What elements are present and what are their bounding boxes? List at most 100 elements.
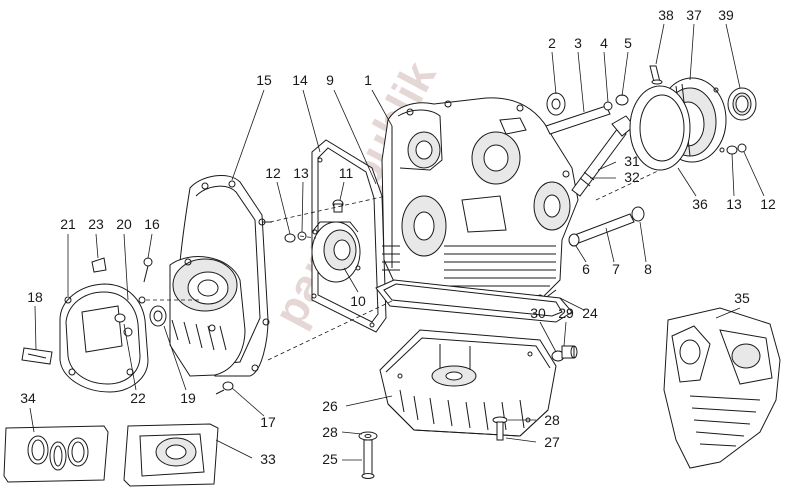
leader-line-11 bbox=[339, 181, 345, 201]
leader-line-29 bbox=[563, 321, 567, 347]
leader-line-13b bbox=[731, 153, 735, 197]
callout-38: 38 bbox=[658, 7, 674, 23]
callout-12b: 12 bbox=[760, 196, 776, 212]
leader-line-39 bbox=[725, 23, 741, 89]
callout-2: 2 bbox=[548, 35, 556, 51]
leader-line-37 bbox=[689, 23, 695, 81]
leader-line-17 bbox=[231, 387, 265, 417]
callout-6: 6 bbox=[582, 261, 590, 277]
leader-line-2 bbox=[551, 51, 557, 95]
leader-line-6 bbox=[575, 245, 587, 263]
callout-25: 25 bbox=[322, 451, 338, 467]
oil-sump-gasket bbox=[375, 279, 573, 323]
callout-9: 9 bbox=[326, 72, 334, 88]
callout-14: 14 bbox=[292, 72, 308, 88]
leader-line-19 bbox=[163, 325, 187, 391]
label-plate bbox=[21, 347, 53, 365]
callout-17: 17 bbox=[260, 414, 276, 430]
leader-line-3 bbox=[577, 51, 585, 113]
callout-12a: 12 bbox=[265, 165, 281, 181]
oring-kit bbox=[3, 425, 109, 483]
leader-line-35 bbox=[715, 307, 741, 319]
callout-28b: 28 bbox=[544, 412, 560, 428]
engine-assembly bbox=[663, 307, 781, 469]
leader-line-33 bbox=[215, 439, 253, 459]
stud-bolt bbox=[568, 206, 645, 247]
leader-line-28a bbox=[341, 431, 363, 435]
callout-3: 3 bbox=[574, 35, 582, 51]
leader-line-16 bbox=[147, 233, 153, 259]
leader-line-5 bbox=[621, 51, 629, 97]
screw-17 bbox=[215, 381, 234, 395]
crankcase bbox=[381, 97, 579, 303]
callout-32: 32 bbox=[624, 169, 640, 185]
callout-29: 29 bbox=[558, 305, 574, 321]
callout-5: 5 bbox=[624, 35, 632, 51]
callout-23: 23 bbox=[88, 216, 104, 232]
leader-line-24 bbox=[559, 297, 585, 311]
leader-line-38 bbox=[655, 23, 665, 65]
side-cover-seal bbox=[149, 305, 167, 327]
callout-37: 37 bbox=[686, 7, 702, 23]
callout-8: 8 bbox=[644, 261, 652, 277]
callout-13a: 13 bbox=[293, 165, 309, 181]
leader-line-31 bbox=[597, 161, 617, 171]
gasket-kit bbox=[123, 423, 219, 487]
drain-plug-right bbox=[492, 416, 508, 441]
callout-11: 11 bbox=[339, 165, 354, 181]
oil-pump-cover bbox=[311, 221, 361, 283]
leader-line-36 bbox=[677, 167, 697, 197]
clutch-bolt bbox=[726, 143, 747, 155]
callout-19: 19 bbox=[180, 390, 196, 406]
oil-sump bbox=[379, 329, 557, 437]
callout-21: 21 bbox=[60, 216, 76, 232]
leader-line-9 bbox=[333, 89, 377, 185]
leader-line-15 bbox=[231, 89, 265, 181]
clutch-gasket bbox=[629, 85, 691, 171]
callout-15: 15 bbox=[256, 72, 272, 88]
callout-10: 10 bbox=[350, 293, 366, 309]
callout-28a: 28 bbox=[322, 424, 338, 440]
cover-bolt-22 bbox=[114, 313, 133, 337]
screw-16 bbox=[143, 257, 153, 283]
leader-line-7 bbox=[605, 227, 615, 263]
leader-line-13a bbox=[301, 181, 304, 233]
callout-31: 31 bbox=[624, 153, 640, 169]
callout-7: 7 bbox=[612, 261, 620, 277]
leader-line-27 bbox=[505, 437, 537, 443]
leader-line-12a bbox=[276, 181, 291, 235]
callout-33: 33 bbox=[260, 451, 276, 467]
leader-line-22 bbox=[123, 323, 137, 391]
seal-ring bbox=[727, 87, 757, 121]
callout-20: 20 bbox=[116, 216, 132, 232]
callout-1: 1 bbox=[364, 72, 372, 88]
clutch-pin bbox=[649, 65, 663, 85]
callout-27: 27 bbox=[544, 434, 560, 450]
breather-tube bbox=[545, 92, 629, 135]
leader-line-18 bbox=[34, 305, 37, 351]
callout-39: 39 bbox=[718, 7, 734, 23]
callout-4: 4 bbox=[600, 35, 608, 51]
leader-line-4 bbox=[603, 51, 609, 103]
callout-22: 22 bbox=[130, 390, 146, 406]
alternator-housing bbox=[169, 256, 246, 377]
callout-18: 18 bbox=[27, 289, 43, 305]
leader-line-8 bbox=[639, 221, 647, 263]
side-cover bbox=[59, 283, 149, 393]
callout-35: 35 bbox=[734, 290, 750, 306]
sump-plug bbox=[551, 345, 578, 362]
callout-26: 26 bbox=[322, 398, 338, 414]
leader-line-23 bbox=[95, 233, 99, 259]
callout-13b: 13 bbox=[726, 196, 742, 212]
leader-line-30 bbox=[539, 321, 557, 353]
leader-line-14 bbox=[302, 89, 321, 153]
clip-23 bbox=[91, 257, 107, 273]
leader-line-10 bbox=[343, 267, 359, 293]
callout-36: 36 bbox=[692, 196, 708, 212]
alignment-lines bbox=[146, 169, 661, 361]
callout-24: 24 bbox=[582, 305, 598, 321]
leader-line-26 bbox=[345, 395, 393, 407]
leader-line-20 bbox=[123, 233, 129, 301]
